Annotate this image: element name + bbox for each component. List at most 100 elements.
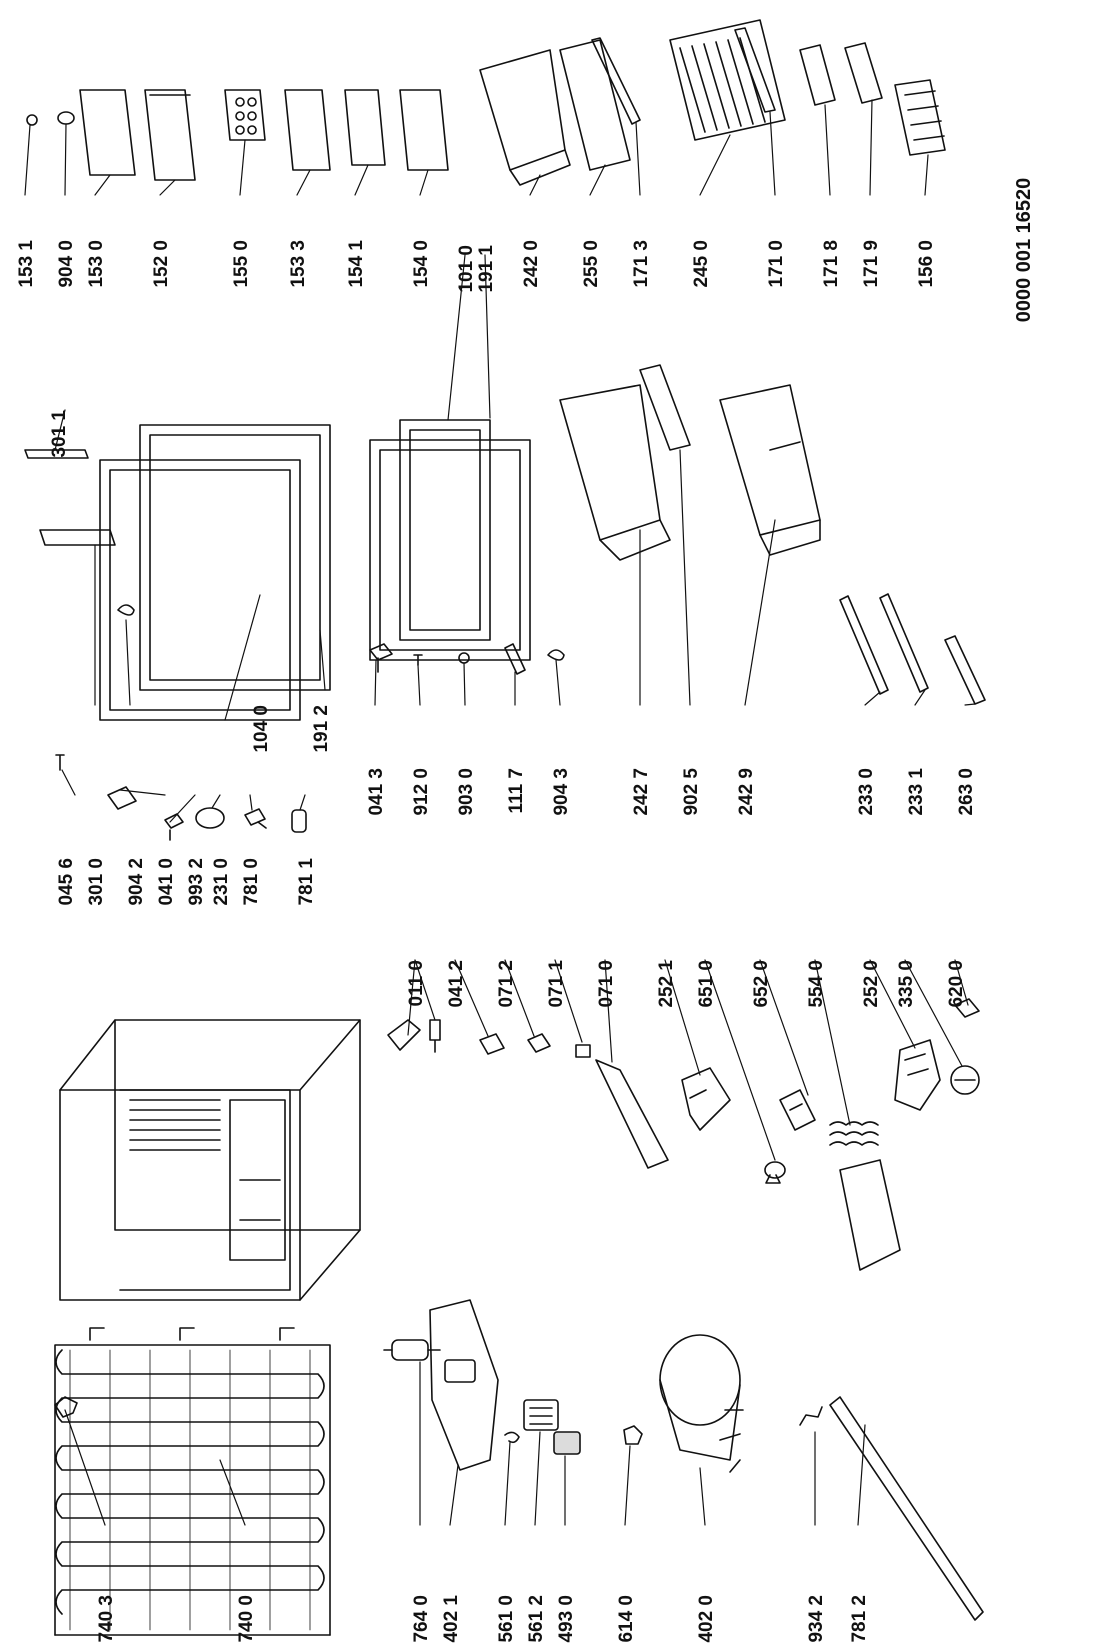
part-156-0-ice-tray xyxy=(894,79,946,156)
part-071-0-kickplate xyxy=(595,1059,669,1169)
part-493-0-capacitor xyxy=(553,1431,581,1455)
part-902-5-cover xyxy=(639,364,691,451)
part-label: 301 0 xyxy=(86,858,107,906)
part-152-0-balcony xyxy=(144,89,196,181)
part-label: 153 0 xyxy=(86,240,107,288)
part-label: 904 2 xyxy=(126,858,147,906)
part-label: 245 0 xyxy=(691,240,712,288)
part-label: 041 0 xyxy=(156,858,177,906)
part-111-7-strip xyxy=(504,643,526,675)
part-171-0-trim xyxy=(734,27,776,113)
part-label: 781 0 xyxy=(241,858,262,906)
part-993-2-probe xyxy=(164,813,184,841)
part-label: 252 0 xyxy=(861,960,882,1008)
part-233-1-rail xyxy=(879,593,929,693)
part-171-8-trim xyxy=(799,44,836,106)
part-label: 255 0 xyxy=(581,240,602,288)
part-label: 041 2 xyxy=(446,960,467,1008)
part-label: 071 2 xyxy=(496,960,517,1008)
part-label: 402 1 xyxy=(441,1595,462,1643)
part-label: 402 0 xyxy=(696,1595,717,1643)
part-label: 740 3 xyxy=(96,1595,117,1643)
part-label: 152 0 xyxy=(151,240,172,288)
part-764-0-drier xyxy=(383,1339,441,1361)
part-label: 233 0 xyxy=(856,768,877,816)
part-252-1-thermostat-housing xyxy=(681,1067,731,1131)
part-label: 045 6 xyxy=(56,858,77,906)
part-label: 781 2 xyxy=(849,1595,870,1643)
part-153-0-lid xyxy=(79,89,136,176)
part-903-0-plug xyxy=(458,652,470,664)
part-191-2-gasket xyxy=(139,424,331,691)
part-label: 620 0 xyxy=(946,960,967,1008)
part-cabinet xyxy=(59,1019,361,1301)
part-label: 263 0 xyxy=(956,768,977,816)
part-label: 154 0 xyxy=(411,240,432,288)
part-label: 934 2 xyxy=(806,1595,827,1643)
part-door-frame xyxy=(369,439,531,661)
part-label: 764 0 xyxy=(411,1595,432,1643)
part-781-2-rail xyxy=(829,1396,984,1621)
part-561-0-small-clip xyxy=(504,1431,520,1444)
part-242-9-drawer xyxy=(719,384,821,556)
part-label: 335 0 xyxy=(896,960,917,1008)
part-label: 191 2 xyxy=(311,705,332,753)
part-label: 171 3 xyxy=(631,240,652,288)
part-label: 903 0 xyxy=(456,768,477,816)
part-label: 781 1 xyxy=(296,858,317,906)
part-label: 191 1 xyxy=(476,245,497,293)
part-label: 231 0 xyxy=(211,858,232,906)
part-153-1-clip xyxy=(26,114,38,126)
part-301-1-strip xyxy=(24,449,89,459)
part-242-7-crisper xyxy=(559,384,671,561)
part-041-2-bracket xyxy=(479,1033,505,1055)
part-label: 902 5 xyxy=(681,768,702,816)
part-651-0-lamp xyxy=(764,1161,786,1184)
part-label: 561 0 xyxy=(496,1595,517,1643)
part-label: 904 3 xyxy=(551,768,572,816)
part-label: 041 3 xyxy=(366,768,387,816)
part-171-9-trim xyxy=(844,42,883,104)
part-652-0-light-switch xyxy=(779,1089,816,1131)
part-245-0-wire-shelf xyxy=(669,19,786,141)
part-233-0-rail xyxy=(839,595,889,695)
part-label: 104 0 xyxy=(251,705,272,753)
part-045-6-pin xyxy=(55,754,65,771)
part-label: 651 0 xyxy=(696,960,717,1008)
part-904-0-cap xyxy=(57,111,75,125)
part-label: 652 0 xyxy=(751,960,772,1008)
part-154-1-balcony xyxy=(344,89,386,166)
part-252-0-control-panel xyxy=(839,1039,941,1271)
part-904-3-cap xyxy=(547,649,565,661)
part-155-0-egg-tray xyxy=(224,89,266,141)
part-904-2-cap xyxy=(117,604,135,616)
part-label: 101 0 xyxy=(456,245,477,293)
part-label: 153 1 xyxy=(16,240,37,288)
part-620-0-sensor xyxy=(954,998,980,1018)
part-242-0-crisper xyxy=(479,49,571,186)
part-255-0-glass xyxy=(559,39,631,171)
part-label: 993 2 xyxy=(186,858,207,906)
part-171-3-strip xyxy=(591,37,641,125)
part-104-0-door xyxy=(99,459,301,721)
part-label: 071 1 xyxy=(546,960,567,1008)
part-071-1-foot xyxy=(575,1044,591,1058)
part-label: 912 0 xyxy=(411,768,432,816)
part-label: 171 8 xyxy=(821,240,842,288)
part-label: 904 0 xyxy=(56,240,77,288)
part-740-0-condenser xyxy=(54,1327,331,1636)
part-label: 493 0 xyxy=(556,1595,577,1643)
part-781-1-sleeve xyxy=(291,809,307,833)
part-561-2-relay xyxy=(523,1399,559,1431)
part-label: 301 1 xyxy=(49,410,70,458)
part-label: 111 7 xyxy=(506,768,527,813)
part-912-0-screw xyxy=(413,654,423,666)
part-101-0-door-inner xyxy=(399,419,491,641)
part-label: 242 0 xyxy=(521,240,542,288)
part-label: 156 0 xyxy=(916,240,937,288)
part-071-2-foot xyxy=(527,1033,551,1053)
part-label: 554 0 xyxy=(806,960,827,1008)
